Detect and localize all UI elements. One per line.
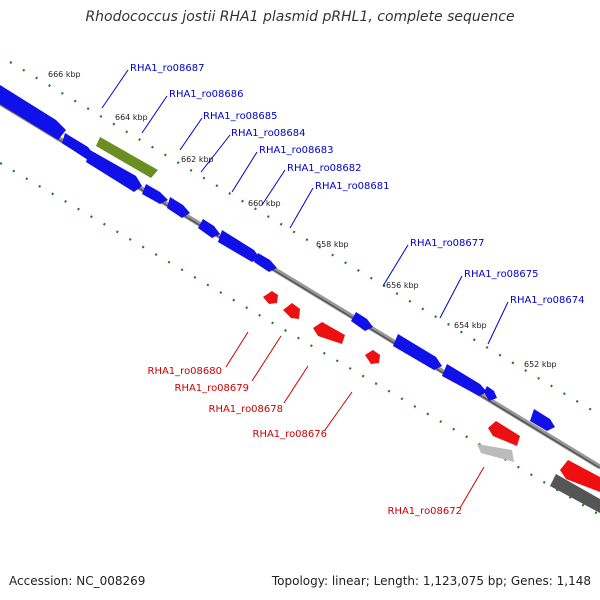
gene-ro08674[interactable] [530, 409, 555, 431]
gene-ro08675b[interactable] [442, 364, 487, 396]
summary-text: Topology: linear; Length: 1,123,075 bp; … [271, 574, 591, 588]
gene-label[interactable]: RHA1_ro08678 [209, 404, 284, 415]
gene-ro08673[interactable] [488, 421, 520, 446]
gene-label[interactable]: RHA1_ro08677 [410, 238, 485, 249]
forward-label-leaders [101, 69, 509, 345]
kbp-scale: 666 kbp 664 kbp 662 kbp 660 kbp 658 kbp … [48, 70, 557, 369]
gene-ro08687[interactable] [0, 85, 66, 140]
kbp-label: 660 kbp [248, 199, 281, 208]
gene-dark[interactable] [550, 474, 600, 513]
gene-ro08680[interactable] [263, 291, 278, 304]
forward-gene-labels: RHA1_ro08687 RHA1_ro08686 RHA1_ro08685 R… [130, 63, 585, 306]
gene-label[interactable]: RHA1_ro08684 [231, 128, 306, 139]
gene-label[interactable]: RHA1_ro08672 [388, 506, 463, 517]
reverse-tick-track [0, 162, 600, 516]
reverse-genes [263, 291, 600, 513]
gene-label[interactable]: RHA1_ro08674 [510, 295, 585, 306]
gene-ro08677[interactable] [351, 312, 373, 331]
gene-ro08684[interactable] [86, 150, 142, 192]
gene-ro08679[interactable] [283, 303, 300, 319]
gene-ro08683[interactable] [142, 184, 168, 204]
gene-ro08685[interactable] [96, 137, 158, 178]
gene-pseudo[interactable] [477, 444, 514, 462]
gene-ro08675c[interactable] [484, 386, 497, 401]
gene-label[interactable]: RHA1_ro08679 [175, 383, 250, 394]
gene-ro08675a[interactable] [393, 334, 442, 370]
gene-label[interactable]: RHA1_ro08681 [315, 181, 390, 192]
gene-ro08681a[interactable] [198, 219, 220, 238]
kbp-label: 662 kbp [181, 155, 214, 164]
gene-ro08686[interactable] [62, 133, 95, 160]
gene-label[interactable]: RHA1_ro08676 [253, 429, 328, 440]
kbp-label: 658 kbp [316, 240, 349, 249]
gene-ro08682[interactable] [167, 197, 190, 218]
forward-genes [0, 85, 555, 431]
kbp-label: 656 kbp [386, 281, 419, 290]
kbp-label: 652 kbp [524, 360, 557, 369]
kbp-label: 664 kbp [115, 113, 148, 122]
gene-label[interactable]: RHA1_ro08680 [148, 366, 223, 377]
gene-ro08681c[interactable] [254, 253, 277, 272]
gene-ro08676[interactable] [365, 350, 380, 364]
kbp-label: 654 kbp [454, 321, 487, 330]
gene-ro08681b[interactable] [218, 230, 260, 262]
reverse-label-leaders [225, 331, 485, 509]
gene-label[interactable]: RHA1_ro08682 [287, 163, 362, 174]
gene-label[interactable]: RHA1_ro08683 [259, 145, 334, 156]
reverse-gene-labels: RHA1_ro08680 RHA1_ro08679 RHA1_ro08678 R… [148, 366, 463, 517]
kbp-label: 666 kbp [48, 70, 81, 79]
gene-ro08678[interactable] [313, 322, 345, 344]
gene-ro08672[interactable] [560, 460, 600, 492]
forward-tick-track [9, 61, 600, 416]
gene-label[interactable]: RHA1_ro08686 [169, 89, 244, 100]
accession-text: Accession: NC_008269 [9, 574, 146, 588]
map-title: Rhodococcus jostii RHA1 plasmid pRHL1, c… [85, 9, 515, 25]
gene-label[interactable]: RHA1_ro08675 [464, 269, 539, 280]
gene-label[interactable]: RHA1_ro08685 [203, 111, 278, 122]
gene-label[interactable]: RHA1_ro08687 [130, 63, 205, 74]
